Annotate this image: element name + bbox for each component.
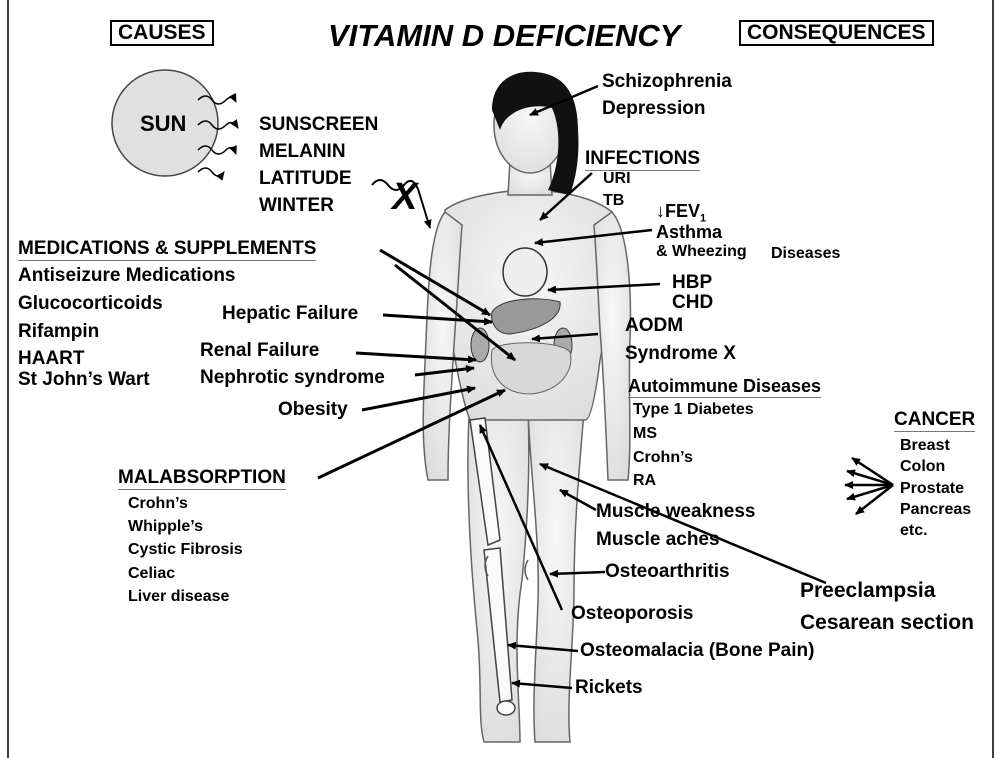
sun-label: SUN: [140, 112, 186, 135]
osteoarthritis-label: Osteoarthritis: [605, 562, 730, 582]
hbp-label: HBP: [672, 273, 712, 293]
wheezing-label: & Wheezing: [656, 244, 747, 261]
cancer-heading: CANCER: [894, 410, 975, 432]
page-title: VITAMIN D DEFICIENCY: [328, 20, 681, 53]
renal-failure-label: Renal Failure: [200, 341, 319, 361]
medication-item: HAART: [18, 349, 85, 369]
muscle-aches-label: Muscle aches: [596, 530, 720, 550]
malabsorption-item: Celiac: [128, 566, 175, 583]
medication-item: Glucocorticoids: [18, 294, 163, 314]
malabsorption-item: Liver disease: [128, 589, 229, 606]
malabsorption-heading: MALABSORPTION: [118, 468, 286, 490]
cancer-arrows: [845, 458, 893, 514]
sun-factor: WINTER: [259, 196, 334, 216]
cancer-item: Pancreas: [900, 502, 971, 519]
rickets-label: Rickets: [575, 678, 643, 698]
sun-factor: MELANIN: [259, 142, 346, 162]
infection-item: TB: [603, 193, 624, 210]
cesarean-label: Cesarean section: [800, 612, 974, 634]
obesity-label: Obesity: [278, 400, 348, 420]
obesity-arrow: [362, 388, 475, 410]
cancer-item: Colon: [900, 459, 945, 476]
malabsorption-item: Cystic Fibrosis: [128, 542, 243, 559]
autoimmune-item: RA: [633, 473, 656, 490]
cancer-item: Breast: [900, 438, 950, 455]
autoimmune-item: Crohn’s: [633, 450, 693, 467]
muscle-weakness-label: Muscle weakness: [596, 502, 755, 522]
medication-item: Rifampin: [18, 322, 99, 342]
nephrotic-syndrome-label: Nephrotic syndrome: [200, 368, 385, 388]
osteomalacia-label: Osteomalacia (Bone Pain): [580, 641, 814, 661]
cancer-item: Prostate: [900, 481, 964, 498]
depression-label: Depression: [602, 99, 705, 119]
sun-factor: LATITUDE: [259, 169, 352, 189]
asthma-label: Asthma: [656, 223, 722, 242]
preeclampsia-label: Preeclampsia: [800, 580, 935, 602]
malabsorption-item: Crohn’s: [128, 496, 188, 513]
osteoporosis-label: Osteoporosis: [571, 604, 693, 624]
malabsorption-item: Whipple’s: [128, 519, 203, 536]
autoimmune-item: Type 1 Diabetes: [633, 402, 754, 419]
medication-item: St John’s Wart: [18, 370, 150, 390]
sun-factor: SUNSCREEN: [259, 115, 378, 135]
hepatic-failure-label: Hepatic Failure: [222, 304, 358, 324]
cancer-item: etc.: [900, 523, 928, 540]
infection-item: URI: [603, 171, 631, 188]
syndrome-x-label: Syndrome X: [625, 344, 736, 364]
block-x-mark: X: [392, 178, 417, 218]
medication-item: Antiseizure Medications: [18, 266, 236, 286]
consequences-header: CONSEQUENCES: [739, 20, 934, 46]
causes-header: CAUSES: [110, 20, 214, 46]
fev-text: ↓FEV: [656, 201, 700, 221]
autoimmune-heading: Autoimmune Diseases: [628, 377, 821, 398]
infections-heading: INFECTIONS: [585, 149, 700, 171]
chd-label: CHD: [672, 293, 713, 313]
medications-heading: MEDICATIONS & SUPPLEMENTS: [18, 239, 316, 261]
diseases-label: Diseases: [771, 246, 840, 263]
aodm-label: AODM: [625, 316, 683, 336]
autoimmune-item: MS: [633, 426, 657, 443]
schizophrenia-label: Schizophrenia: [602, 72, 732, 92]
